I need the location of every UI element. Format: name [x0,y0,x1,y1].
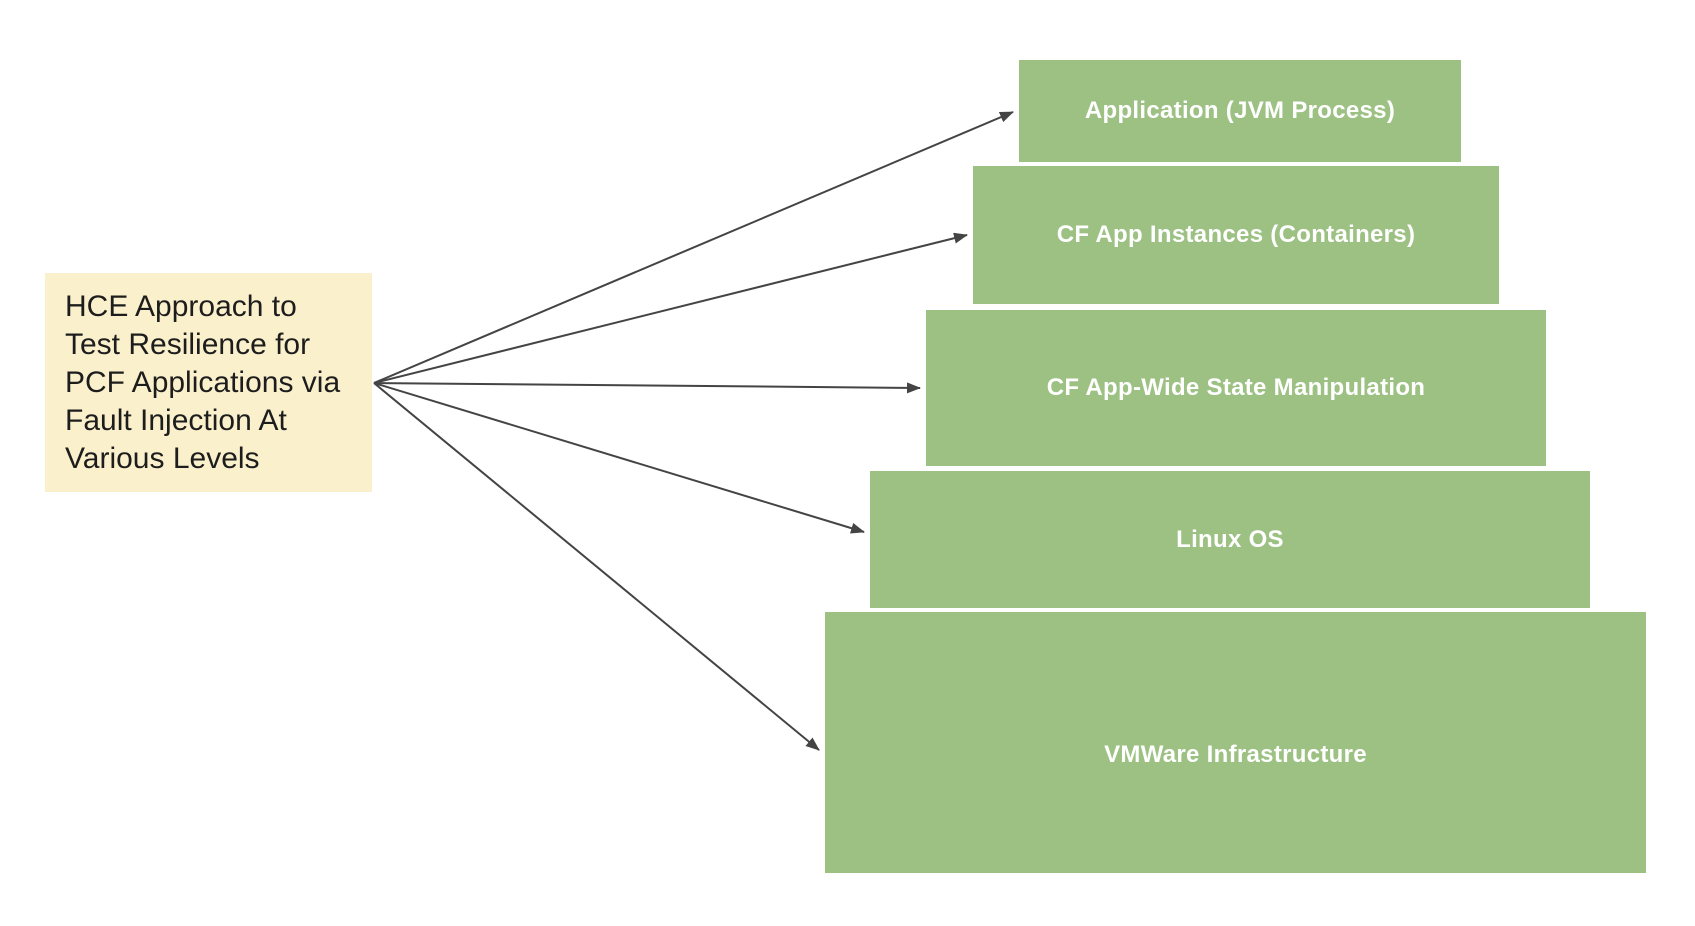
level-label: Application (JVM Process) [1084,97,1396,124]
arrow-to-cf-app-wide-state [373,382,921,394]
level-box-application-jvm-process: Application (JVM Process) [1019,60,1461,162]
level-box-linux-os: Linux OS [870,471,1590,608]
arrow-to-cf-app-instances [373,232,968,384]
arrow-to-application [373,111,1014,384]
level-label: VMWare Infrastructure [1104,740,1367,768]
level-label: CF App-Wide State Manipulation [1046,374,1426,401]
note-text: HCE Approach to Test Resilience for PCF … [65,289,341,475]
level-box-vmware-infrastructure: VMWare Infrastructure [825,612,1646,873]
arrow-to-linux-os [373,382,865,534]
arrow-to-vmware-infrastructure [373,382,820,751]
note-box: HCE Approach to Test Resilience for PCF … [45,273,372,492]
level-box-cf-app-instances-containers: CF App Instances (Containers) [973,166,1499,304]
level-box-cf-app-wide-state-manipulation: CF App-Wide State Manipulation [926,310,1546,466]
level-label: Linux OS [1176,525,1284,553]
level-label: CF App Instances (Containers) [1056,221,1416,248]
